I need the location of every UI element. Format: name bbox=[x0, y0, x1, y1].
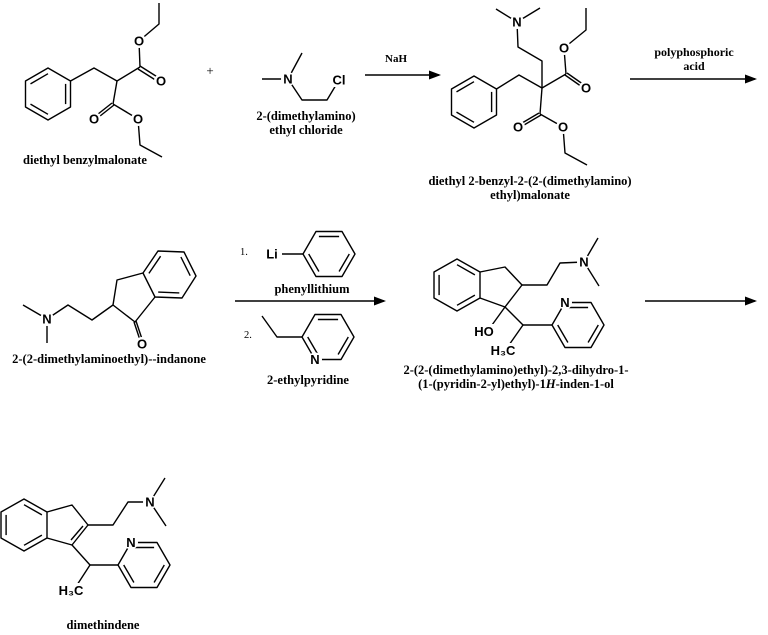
m3-name-line2: ethyl)malonate bbox=[490, 187, 570, 202]
m2-nitrogen-label: N bbox=[283, 72, 292, 87]
plus-sign: + bbox=[206, 63, 214, 78]
m3-ester-top-oxygen-label: O bbox=[559, 41, 569, 56]
m7-hydroxyl-label: HO bbox=[474, 324, 494, 339]
m7-name-line2-post: -inden-1-ol bbox=[555, 376, 614, 391]
step3-item2-number: 2. bbox=[244, 330, 252, 341]
m8-pyridine-nitrogen-label: N bbox=[126, 535, 135, 550]
m3-carbonyl-bottom-oxygen-label: O bbox=[513, 120, 523, 135]
m7-amine-nitrogen-label: N bbox=[579, 255, 588, 270]
m2-name-line1: 2-(dimethylamino) bbox=[256, 109, 356, 123]
step2-reagent-label: polyphosphoric acid bbox=[654, 45, 734, 73]
m3-carbonyl-top-oxygen-label: O bbox=[581, 81, 591, 96]
m3-nitrogen-label: N bbox=[512, 15, 521, 30]
m4-nitrogen-label: N bbox=[42, 312, 51, 327]
m8-compound-name: dimethindene bbox=[66, 618, 140, 632]
m2-compound-name: 2-(dimethylamino) ethyl chloride bbox=[256, 109, 356, 137]
step2-reagent-line2: acid bbox=[683, 58, 705, 73]
m3-ester-bottom-oxygen-label: O bbox=[558, 120, 568, 135]
dimethindene-structure: N N H₃C bbox=[0, 477, 171, 598]
m1-compound-name: diethyl benzylmalonate bbox=[23, 153, 147, 167]
m8-amine-nitrogen-label: N bbox=[145, 495, 154, 510]
m1-ester-bottom-oxygen-label: O bbox=[133, 112, 143, 127]
m6-nitrogen-label: N bbox=[310, 352, 319, 367]
m3-compound-name: diethyl 2-benzyl-2-(2-(dimethylamino) et… bbox=[428, 174, 632, 202]
indenol-product-structure: N N HO H₃C bbox=[433, 237, 605, 358]
ethylpyridine-label: 2-ethylpyridine bbox=[267, 373, 349, 387]
m2-name-line2: ethyl chloride bbox=[269, 122, 343, 137]
ethylpyridine-structure: N bbox=[261, 313, 355, 367]
step1-reagent-label: NaH bbox=[385, 53, 407, 65]
dimethylamino-ethyl-chloride-structure: N Cl bbox=[262, 52, 349, 101]
m4-compound-name: 2-(2-dimethylaminoethyl)--indanone bbox=[12, 352, 206, 366]
m2-chlorine-label: Cl bbox=[333, 73, 346, 88]
m7-name-line2-pre: (1-(pyridin-2-yl)ethyl)-1 bbox=[418, 376, 546, 391]
m7-pyridine-nitrogen-label: N bbox=[560, 295, 569, 310]
phenyllithium-label: phenyllithium bbox=[274, 282, 350, 296]
m7-compound-name: 2-(2-(dimethylamino)ethyl)-2,3-dihydro-1… bbox=[403, 363, 629, 391]
indanone-structure: N O bbox=[22, 250, 197, 352]
m5-lithium-label: Li bbox=[266, 247, 278, 262]
m1-ester-top-oxygen-label: O bbox=[134, 34, 144, 49]
m8-methyl-label: H₃C bbox=[59, 583, 84, 598]
step3-item1-number: 1. bbox=[240, 247, 248, 258]
malonate-product-structure: N O O O O bbox=[450, 7, 593, 166]
phenyllithium-structure: Li bbox=[263, 230, 356, 278]
m7-name-line2-italic-h: H bbox=[545, 376, 556, 391]
m4-oxygen-label: O bbox=[137, 337, 147, 352]
m1-carbonyl-top-oxygen-label: O bbox=[156, 74, 166, 89]
m1-carbonyl-bottom-oxygen-label: O bbox=[89, 112, 99, 127]
m7-name-line1: 2-(2-(dimethylamino)ethyl)-2,3-dihydro-1… bbox=[403, 363, 629, 377]
m7-methyl-label: H₃C bbox=[491, 343, 516, 358]
diethyl-benzylmalonate-structure: O O O O bbox=[24, 3, 168, 158]
m3-name-line1: diethyl 2-benzyl-2-(2-(dimethylamino) bbox=[428, 174, 632, 188]
step2-reagent-line1: polyphosphoric bbox=[654, 45, 734, 59]
